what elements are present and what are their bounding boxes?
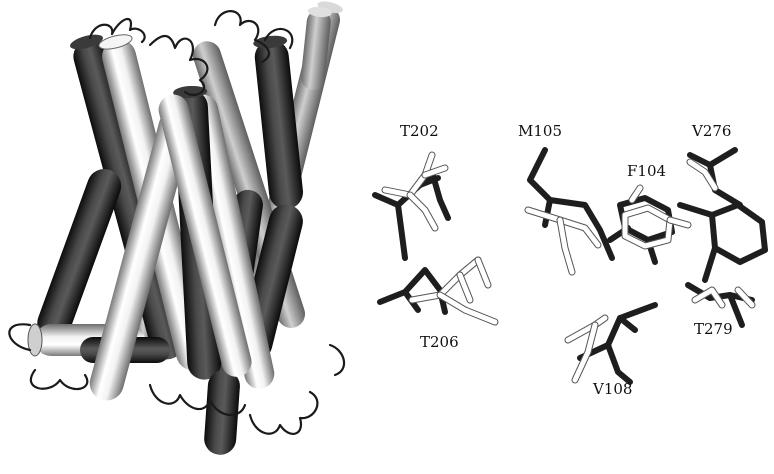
label-t279: T279 bbox=[694, 320, 733, 338]
loop-bottom-center bbox=[148, 383, 247, 416]
helix-dark-2 bbox=[253, 35, 303, 210]
residue-v108-sticks bbox=[564, 302, 658, 385]
helix-dark-1 bbox=[70, 34, 185, 360]
residue-v276-sticks bbox=[677, 147, 768, 283]
residue-t206-sticks bbox=[377, 256, 499, 326]
loop-top-far-right bbox=[263, 28, 294, 50]
residue-f104-sticks bbox=[607, 184, 692, 265]
helix-light-2 bbox=[89, 109, 193, 401]
label-v108: V108 bbox=[592, 380, 632, 398]
helix-grey-front bbox=[300, 6, 332, 90]
loop-top-left bbox=[88, 18, 146, 44]
label-t202: T202 bbox=[400, 122, 439, 140]
binding-site: T202 M105 V276 F104 T206 T279 V108 bbox=[372, 122, 768, 398]
helix-bundle bbox=[8, 1, 346, 455]
loop-top-right bbox=[213, 10, 270, 64]
residue-t279-sticks bbox=[685, 282, 756, 328]
label-m105: M105 bbox=[518, 122, 562, 140]
residue-t202-sticks bbox=[372, 151, 451, 261]
loop-right-side bbox=[328, 343, 346, 377]
helix-dark-5 bbox=[37, 168, 122, 341]
residue-m105-sticks bbox=[524, 147, 615, 276]
helix-light-front bbox=[158, 94, 252, 377]
label-f104: F104 bbox=[627, 162, 666, 180]
loop-top-center bbox=[148, 34, 209, 96]
label-t206: T206 bbox=[420, 333, 459, 351]
loop-bottom-left bbox=[8, 323, 89, 391]
loop-bottom-right bbox=[248, 390, 319, 435]
label-v276: V276 bbox=[691, 122, 731, 140]
